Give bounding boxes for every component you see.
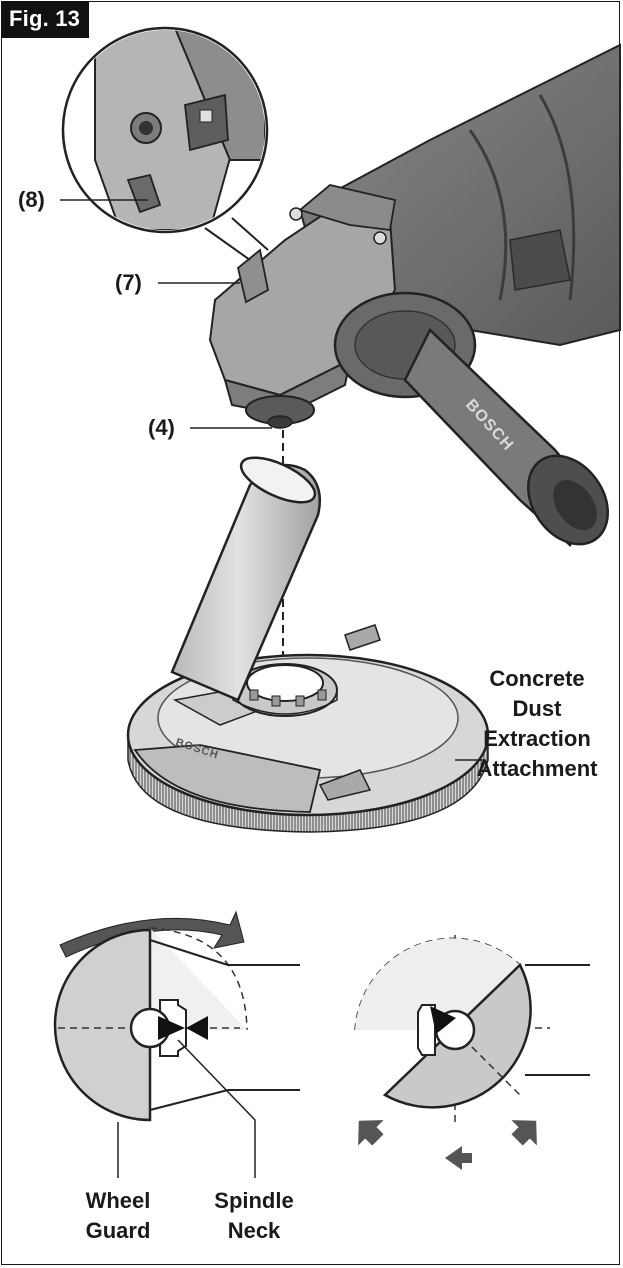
callout-7-label: (7): [115, 270, 142, 295]
schematic-before: [53, 910, 300, 1178]
callout-8: (8): [18, 187, 148, 212]
attachment-label-line4: Attachment: [476, 756, 598, 781]
attachment-callout: Concrete Dust Extraction Attachment: [455, 666, 598, 781]
figure-title: Fig. 13: [1, 1, 90, 38]
detail-inset: [61, 26, 269, 261]
schematic-after: [354, 935, 590, 1170]
callout-4: (4): [148, 415, 272, 440]
spindle-neck-label-line1: Spindle: [214, 1188, 293, 1213]
wheel-guard-label-line2: Guard: [86, 1218, 151, 1243]
angle-grinder: BOSCH: [61, 26, 621, 547]
attachment-label-line3: Extraction: [483, 726, 591, 751]
bottom-label-wheel-guard: Wheel Guard: [86, 1188, 151, 1243]
callout-4-label: (4): [148, 415, 175, 440]
wheel-guard-label-line1: Wheel: [86, 1188, 151, 1213]
attachment-label-line2: Dust: [513, 696, 563, 721]
dust-extraction-attachment: BOSCH: [126, 456, 490, 833]
spindle-neck-label-line2: Neck: [228, 1218, 281, 1243]
callout-7: (7): [115, 270, 240, 295]
bottom-label-spindle-neck: Spindle Neck: [214, 1188, 293, 1243]
attachment-label-line1: Concrete: [489, 666, 584, 691]
callout-8-label: (8): [18, 187, 45, 212]
